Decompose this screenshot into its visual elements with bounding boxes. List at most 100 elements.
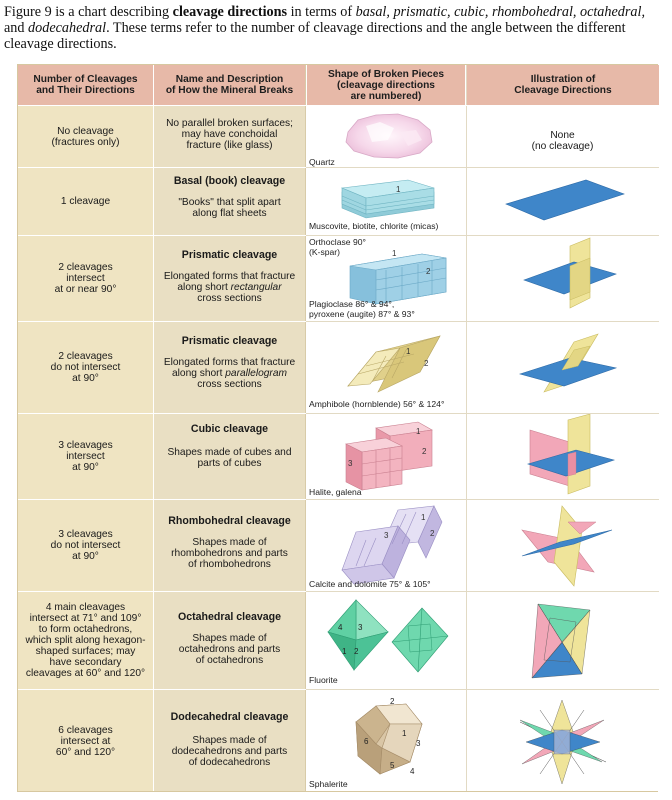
cleavage-name: Prismatic cleavage xyxy=(181,335,278,347)
mineral-label: Calcite and dolomite 75° & 105° xyxy=(309,579,431,589)
cleavage-count: 1 cleavage xyxy=(60,196,111,207)
caption-italic-term: dodecahedral xyxy=(28,20,107,36)
cleavage-number: 1 xyxy=(406,347,411,356)
broken-pieces-cell: 1 2 Amphibole (hornblende) 56° & 124° xyxy=(306,322,466,413)
cleavage-description: Basal (book) cleavage "Books" that split… xyxy=(153,168,306,235)
table-row: No cleavage (fractures only) No parallel… xyxy=(18,105,659,167)
cleavage-description: Octahedral cleavage Shapes made of octah… xyxy=(153,592,306,689)
mineral-label: Fluorite xyxy=(309,675,338,685)
figure-caption: Figure 9 is a chart describing cleavage … xyxy=(4,4,668,52)
broken-pieces-cell: Quartz xyxy=(306,106,466,167)
cleavage-number: 4 xyxy=(410,767,415,776)
illustration-cell xyxy=(466,592,659,689)
cleavage-number: 2 xyxy=(422,447,427,456)
column-bg-count xyxy=(18,65,153,791)
mineral-label: Plagioclase 86° & 94°, pyroxene (augite)… xyxy=(309,299,415,319)
caption-text: Figure 9 is a chart describing xyxy=(4,4,173,20)
illustration-cell xyxy=(466,236,659,321)
cleavage-number: 1 xyxy=(342,647,347,656)
basal-plane-illustration xyxy=(505,179,625,221)
header-count: Number of Cleavages and Their Directions xyxy=(18,65,153,105)
cleavage-description: No parallel broken surfaces; may have co… xyxy=(166,118,293,151)
table-row: 4 main cleavages intersect at 71° and 10… xyxy=(18,591,659,689)
cleavage-number: 3 xyxy=(416,739,421,748)
amphibole-image: 1 2 xyxy=(347,335,441,393)
cleavage-number: 2 xyxy=(390,697,395,706)
cleavage-number: 1 xyxy=(416,427,421,436)
feldspar-image: 1 2 xyxy=(349,249,447,305)
no-cleavage-text: None (no cleavage) xyxy=(531,130,594,152)
cleavage-name: Rhombohedral cleavage xyxy=(168,515,291,527)
prismatic-90-illustration xyxy=(523,237,617,309)
cleavage-table: Number of Cleavages and Their Directions… xyxy=(17,64,659,793)
table-row: 1 cleavage Basal (book) cleavage "Books"… xyxy=(18,167,659,235)
rhombohedral-illustration xyxy=(521,505,613,587)
caption-italic-terms: basal, prismatic, cubic, rhombohedral, o… xyxy=(355,4,645,20)
header-name: Name and Description of How the Mineral … xyxy=(154,65,305,105)
table-row: 2 cleavages intersect at or near 90° Pri… xyxy=(18,235,659,321)
cleavage-number: 3 xyxy=(358,623,363,632)
cleavage-description: Prismatic cleavage Elongated forms that … xyxy=(153,236,306,321)
cleavage-count: 6 cleavages intersect at 60° and 120° xyxy=(55,725,116,758)
caption-bold-term: cleavage directions xyxy=(172,4,288,20)
cleavage-count: 3 cleavages intersect at 90° xyxy=(58,440,113,473)
cleavage-count: No cleavage (fractures only) xyxy=(51,125,120,148)
illustration-cell xyxy=(466,322,659,413)
header-illustration: Illustration of Cleavage Directions xyxy=(467,65,659,105)
cleavage-number: 1 xyxy=(392,249,397,258)
cleavage-number: 5 xyxy=(390,761,395,770)
octahedral-illustration xyxy=(531,603,591,679)
mineral-label: Orthoclase 90° (K-spar) xyxy=(309,237,366,257)
cleavage-count: 2 cleavages do not intersect at 90° xyxy=(50,351,121,384)
caption-text: in terms of xyxy=(287,4,356,20)
broken-pieces-cell: 1 Muscovite, biotite, chlorite (micas) xyxy=(306,168,466,235)
cleavage-count: 2 cleavages intersect at or near 90° xyxy=(54,262,117,295)
halite-image: 1 2 3 xyxy=(345,421,433,491)
cleavage-count: 4 main cleavages intersect at 71° and 10… xyxy=(25,602,146,679)
calcite-image: 1 2 3 xyxy=(341,505,443,585)
cleavage-number: 2 xyxy=(354,647,359,656)
cleavage-description: Prismatic cleavage Elongated forms that … xyxy=(153,322,306,413)
cubic-illustration xyxy=(526,414,616,495)
cleavage-description: Rhombohedral cleavage Shapes made of rho… xyxy=(153,500,306,591)
broken-pieces-cell: 4 3 1 2 Fluorite xyxy=(306,592,466,689)
prismatic-oblique-illustration xyxy=(518,333,618,393)
fluorite-image: 4 3 1 2 xyxy=(327,599,449,673)
cleavage-name: Cubic cleavage xyxy=(190,423,269,435)
broken-pieces-cell: 2 1 6 3 5 4 Sphalerite xyxy=(306,690,466,793)
table-row: 3 cleavages do not intersect at 90° Rhom… xyxy=(18,499,659,591)
mica-image: 1 xyxy=(340,179,435,219)
illustration-cell: None (no cleavage) xyxy=(466,106,659,167)
cleavage-name: Dodecahedral cleavage xyxy=(170,711,289,723)
illustration-cell xyxy=(466,690,659,793)
mineral-label: Amphibole (hornblende) 56° & 124° xyxy=(309,399,445,409)
mineral-label: Muscovite, biotite, chlorite (micas) xyxy=(309,221,439,231)
cleavage-number: 2 xyxy=(426,267,431,276)
header-shape: Shape of Broken Pieces (cleavage directi… xyxy=(307,65,465,105)
table-row: 2 cleavages do not intersect at 90° Pris… xyxy=(18,321,659,413)
cleavage-name: Prismatic cleavage xyxy=(181,249,278,261)
cleavage-number: 3 xyxy=(384,531,389,540)
column-bg-name xyxy=(153,65,306,791)
mineral-label: Quartz xyxy=(309,157,335,167)
cleavage-count: 3 cleavages do not intersect at 90° xyxy=(50,529,121,562)
cleavage-number: 2 xyxy=(430,529,435,538)
cleavage-name: Octahedral cleavage xyxy=(177,611,282,623)
broken-pieces-cell: 1 2 3 Halite, galena xyxy=(306,414,466,499)
cleavage-number: 6 xyxy=(364,737,369,746)
table-row: 6 cleavages intersect at 60° and 120° Do… xyxy=(18,689,659,793)
illustration-cell xyxy=(466,500,659,591)
cleavage-number: 2 xyxy=(424,359,429,368)
mineral-label: Sphalerite xyxy=(309,779,348,789)
cleavage-description: Dodecahedral cleavage Shapes made of dod… xyxy=(153,690,306,793)
cleavage-number: 1 xyxy=(396,185,401,194)
cleavage-number: 4 xyxy=(338,623,343,632)
caption-text: and xyxy=(4,20,29,36)
table-row: 3 cleavages intersect at 90° Cubic cleav… xyxy=(18,413,659,499)
quartz-image xyxy=(345,113,433,159)
illustration-cell xyxy=(466,168,659,235)
dodecahedral-illustration xyxy=(519,699,607,785)
cleavage-number: 1 xyxy=(402,729,407,738)
cleavage-name: Basal (book) cleavage xyxy=(173,175,286,187)
cleavage-number: 1 xyxy=(421,513,426,522)
